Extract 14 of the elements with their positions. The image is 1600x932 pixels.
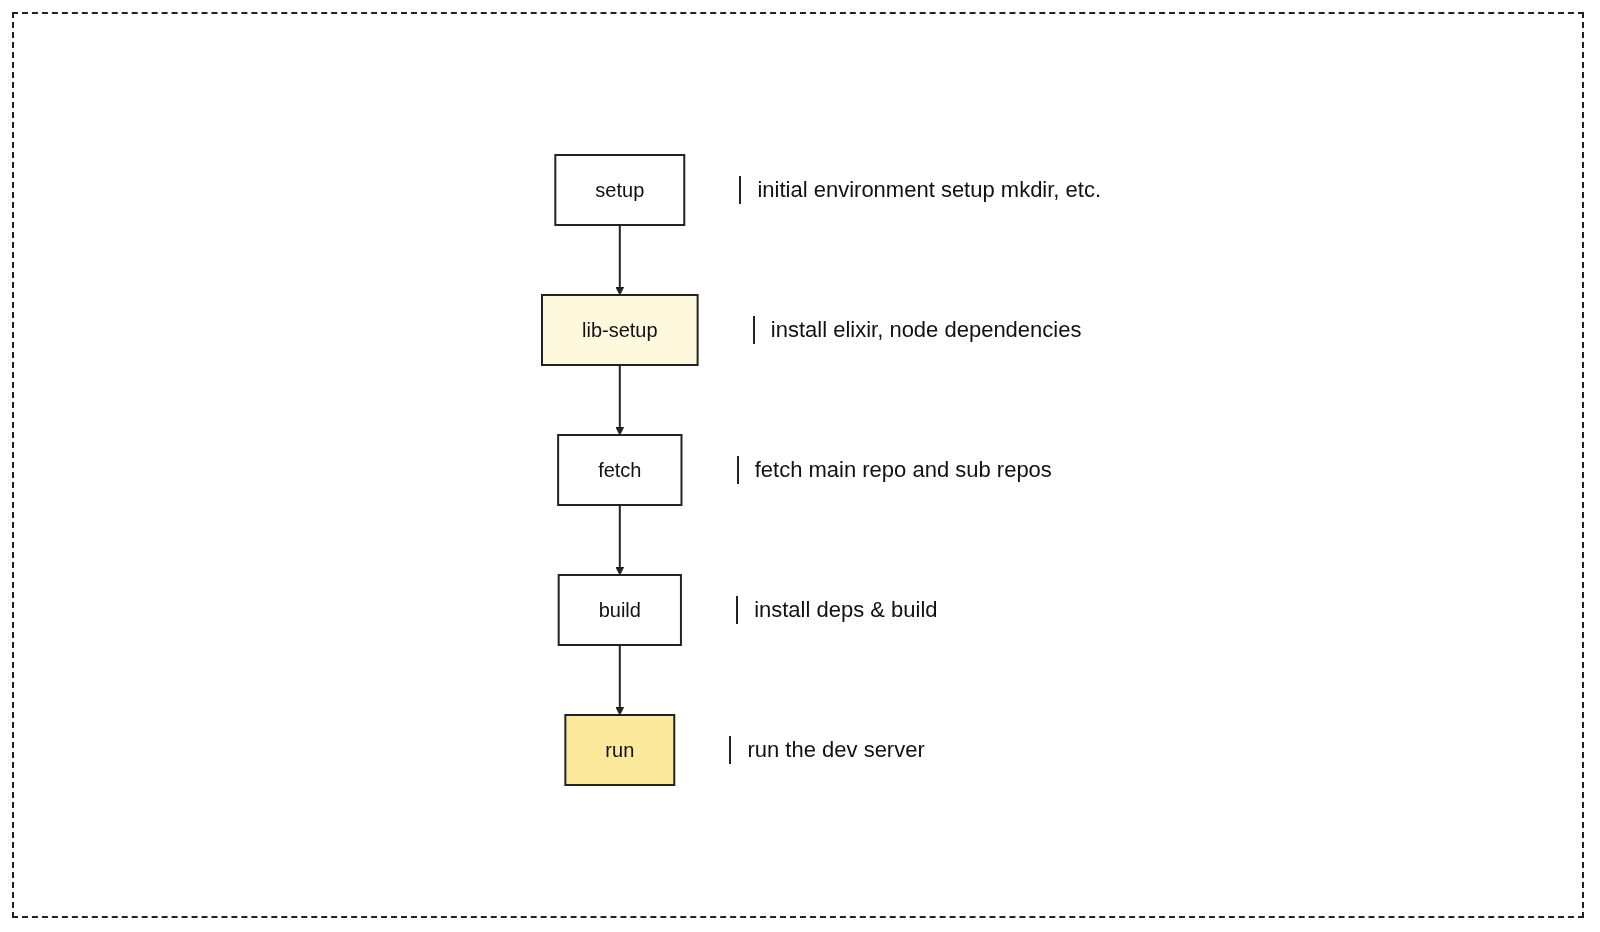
step-note: run the dev server	[729, 736, 1168, 764]
arrow	[615, 364, 625, 436]
node-box: lib-setup	[541, 294, 699, 366]
step-note: install deps & build	[736, 596, 1175, 624]
step-note: install elixir, node dependencies	[752, 316, 1191, 344]
node-box: setup	[554, 154, 686, 226]
arrow	[615, 224, 625, 296]
node-box: build	[557, 574, 683, 646]
node-box: fetch	[557, 434, 683, 506]
step-note: fetch main repo and sub repos	[736, 456, 1175, 484]
step-note: initial environment setup mkdir, etc.	[739, 176, 1178, 204]
arrow	[615, 644, 625, 716]
node-box: run	[564, 714, 676, 786]
arrow	[615, 504, 625, 576]
